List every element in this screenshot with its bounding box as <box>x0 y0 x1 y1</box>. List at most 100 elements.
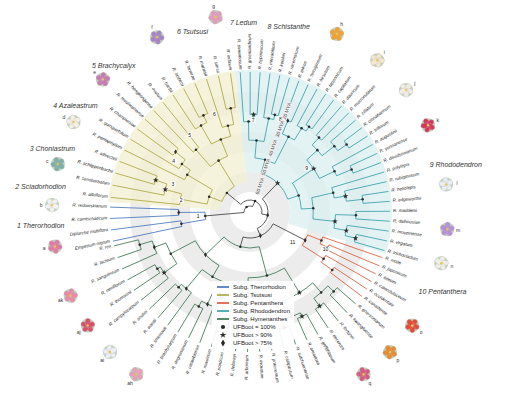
subgenus-label: 1 Therorhodion <box>17 221 64 228</box>
photo-foliage <box>209 10 223 24</box>
support-symbol <box>333 145 336 148</box>
legend-line <box>217 294 229 296</box>
flower-photo <box>405 318 420 333</box>
branch <box>320 237 323 244</box>
legend-line <box>217 318 229 320</box>
branch <box>264 73 270 117</box>
photo-foliage <box>45 198 59 212</box>
legend-text: Subg. Rhododendron <box>233 307 290 315</box>
species-label: R. indicum <box>225 49 232 71</box>
photo-letter: aj <box>77 329 81 334</box>
species-label: R. micranthum <box>268 41 277 71</box>
subgenus-label: 5 Brachycalyx <box>92 62 136 69</box>
branch <box>224 237 259 248</box>
photo-letter: i <box>384 49 385 54</box>
branch <box>171 241 196 254</box>
flower-photo <box>51 156 66 171</box>
legend-shape <box>220 331 227 337</box>
support-symbol <box>353 235 359 240</box>
species-label: R. bachii <box>160 77 173 94</box>
branch <box>312 100 334 129</box>
species-label: R. souliei <box>132 310 148 326</box>
branch <box>201 126 211 144</box>
support-symbol <box>286 118 289 123</box>
support-symbol <box>300 127 303 130</box>
branch <box>356 219 390 221</box>
clade-number: 2 <box>179 197 184 202</box>
species-label: R. tomentosum <box>236 39 243 70</box>
flower-center <box>69 294 71 296</box>
legend-line-swatch <box>216 299 230 307</box>
branch <box>323 237 383 258</box>
species-label: R. fortunei <box>338 322 355 341</box>
flower-center <box>440 262 442 264</box>
branch <box>222 124 233 127</box>
species-label: R. molle <box>384 256 401 266</box>
photo-letter: g <box>212 4 215 9</box>
photo-foliage <box>81 319 95 333</box>
legend-text: UFBoot = 100% <box>233 323 276 331</box>
petal <box>134 368 144 377</box>
petal <box>439 181 448 188</box>
photo-foliage <box>96 73 110 87</box>
support-symbol <box>345 143 348 146</box>
species-label: R. delavayi <box>230 354 237 377</box>
photo-foliage <box>51 157 65 171</box>
branch <box>248 122 249 141</box>
branch <box>306 125 312 129</box>
photo-foliage <box>370 53 384 67</box>
branch <box>249 140 264 141</box>
legend-symbol <box>216 323 230 331</box>
support-symbol <box>316 149 319 152</box>
legend-text: Subg. Tsutsusi <box>233 291 272 299</box>
flower-center <box>376 59 378 61</box>
flower-photo <box>398 83 413 98</box>
flower-photo <box>356 367 371 382</box>
support-symbol <box>299 313 305 318</box>
legend-shape <box>221 340 225 347</box>
branch <box>349 136 368 148</box>
branch <box>195 123 206 129</box>
branch <box>175 284 182 290</box>
species-label: R. smirnowii <box>150 326 168 348</box>
time-label: 40 MYA <box>268 138 279 158</box>
flower-photo <box>329 27 344 42</box>
subgenus-label: 10 Pentanthera <box>419 287 467 294</box>
branch <box>110 207 179 209</box>
branch <box>362 195 364 203</box>
photo-letter: c <box>46 159 49 164</box>
species-label: R. decorum <box>328 329 345 351</box>
flower-photo <box>149 30 164 45</box>
branch <box>118 249 142 257</box>
legend-text: Subg. Hymenanthes <box>233 315 287 323</box>
support-symbol <box>226 192 229 195</box>
support-symbol <box>220 138 223 141</box>
branch <box>195 83 208 113</box>
branch <box>337 288 356 304</box>
flower-photo <box>95 72 110 87</box>
flower-photo <box>80 318 95 333</box>
support-symbol <box>153 177 159 182</box>
flower-center <box>51 204 53 206</box>
photo-letter: q <box>368 381 371 386</box>
photo-foliage <box>440 222 454 236</box>
subgenus-label: 7 Ledum <box>230 19 257 26</box>
species-label: R. maximum <box>201 349 212 375</box>
branch <box>324 303 338 321</box>
branch <box>312 193 333 198</box>
photo-letter: m <box>456 228 460 233</box>
legend-line-swatch <box>216 283 230 291</box>
branch <box>306 94 326 125</box>
branch <box>180 199 207 204</box>
time-label: 50 MYA <box>261 157 272 177</box>
time-label: 60 MYA <box>254 176 265 196</box>
support-symbol <box>204 215 207 218</box>
support-symbol <box>227 124 230 127</box>
support-symbol <box>217 159 220 162</box>
legend-line-swatch <box>216 307 230 315</box>
branch <box>344 141 349 148</box>
flower-photo <box>47 239 62 254</box>
branch <box>307 150 318 160</box>
branch <box>231 73 236 107</box>
time-label: 20 MYA <box>281 101 292 121</box>
